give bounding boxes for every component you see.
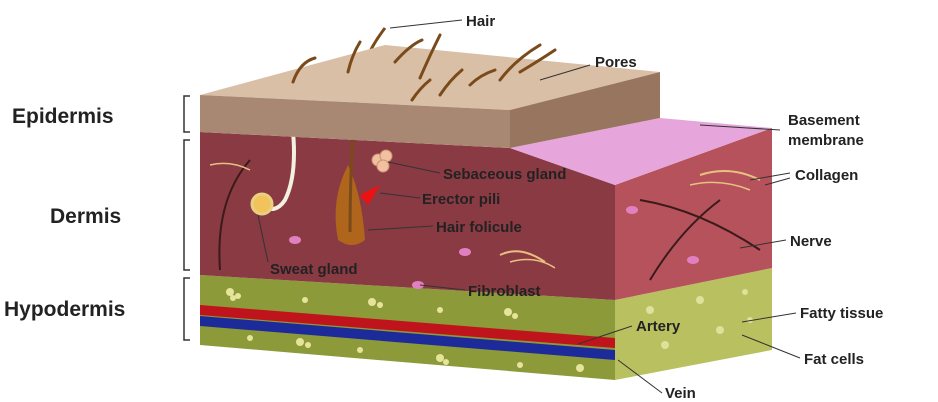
sweat-gland-coil <box>252 194 272 214</box>
epidermis-block <box>200 35 660 148</box>
hypodermis-label: Hypodermis <box>4 298 125 321</box>
epidermis-label: Epidermis <box>12 105 114 128</box>
dermis-label: Dermis <box>50 205 121 228</box>
vein-label: Vein <box>665 385 696 402</box>
basement-label-line1: Basement <box>788 112 860 129</box>
artery-label: Artery <box>636 318 681 335</box>
hair-label: Hair <box>466 13 495 30</box>
epidermis-bracket <box>184 96 190 132</box>
fat-cells-label: Fat cells <box>804 351 864 368</box>
fatty-tissue-label: Fatty tissue <box>800 305 883 322</box>
fibroblast-label: Fibroblast <box>468 283 541 300</box>
sweat-gland-label: Sweat gland <box>270 261 358 278</box>
basement-label-line2: membrane <box>788 132 864 149</box>
pores-label: Pores <box>595 54 637 71</box>
nerve-label: Nerve <box>790 233 832 250</box>
collagen-label: Collagen <box>795 167 858 184</box>
erector-pili-label: Erector pili <box>422 191 500 208</box>
hypodermis-bracket <box>184 278 190 340</box>
layer-brackets <box>184 96 190 340</box>
dermis-bracket <box>184 140 190 270</box>
hair-follicle-label: Hair folicule <box>436 219 522 236</box>
sebaceous-gland-label: Sebaceous gland <box>443 166 566 183</box>
